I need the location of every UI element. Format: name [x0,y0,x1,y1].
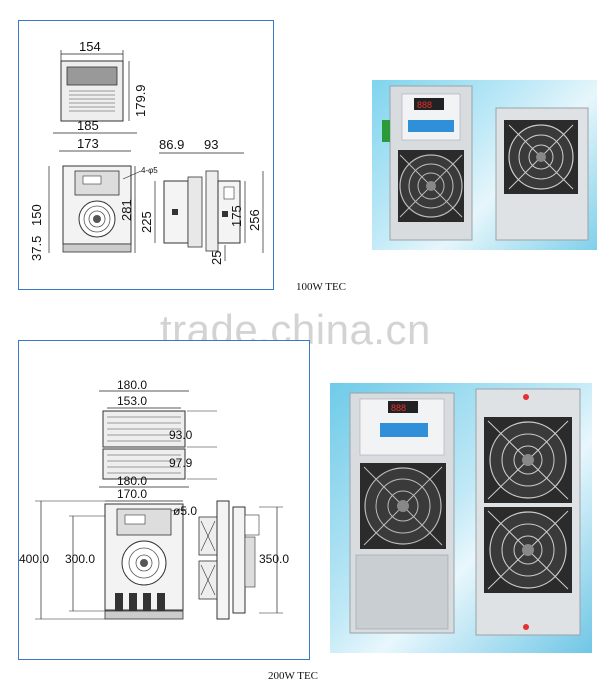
dim-93: 93 [204,137,218,152]
dim-300: 300.0 [65,552,95,566]
dim-154: 154 [79,39,101,54]
svg-text:888: 888 [417,100,432,110]
dim-256: 256 [247,209,262,231]
drawing-200w: 180.0 153.0 93.0 97.9 180.0 170.0 ø5.0 4… [19,378,289,620]
dim-37-5: 37.5 [29,236,44,261]
product-photo-100w: 888 [372,80,597,250]
svg-text:888: 888 [391,403,406,413]
dim-97-9: 97.9 [169,456,193,470]
photo-200w-illustration: 888 [349,388,581,636]
dim-153: 153.0 [117,394,147,408]
dim-180-top: 180.0 [117,378,147,392]
dim-350: 350.0 [259,552,289,566]
dim-150: 150 [29,204,44,226]
dim-400: 400.0 [19,552,49,566]
dim-281: 281 [119,199,134,221]
drawing-panel-100w: 154 179.9 185 173 4-φ5 150 37.5 281 [18,20,274,290]
dim-93-0: 93.0 [169,428,193,442]
dim-180-body: 180.0 [117,474,147,488]
hole-label-200w: ø5.0 [173,504,197,518]
drawing-100w: 154 179.9 185 173 4-φ5 150 37.5 281 [29,39,264,265]
dim-173: 173 [77,136,99,151]
dim-179-9: 179.9 [133,84,148,117]
dim-185: 185 [77,118,99,133]
product-photo-200w: 888 [330,383,592,653]
caption-100w: 100W TEC [296,281,347,293]
drawing-panel-200w: 180.0 153.0 93.0 97.9 180.0 170.0 ø5.0 4… [18,340,310,660]
dim-86-9: 86.9 [159,137,184,152]
dim-25: 25 [209,251,224,265]
dim-170: 170.0 [117,487,147,501]
dim-225: 225 [139,211,154,233]
hole-label-100w: 4-φ5 [141,166,158,175]
photo-100w-illustration: 888 [382,85,589,241]
caption-200w: 200W TEC [268,670,319,682]
dim-175: 175 [229,205,244,227]
